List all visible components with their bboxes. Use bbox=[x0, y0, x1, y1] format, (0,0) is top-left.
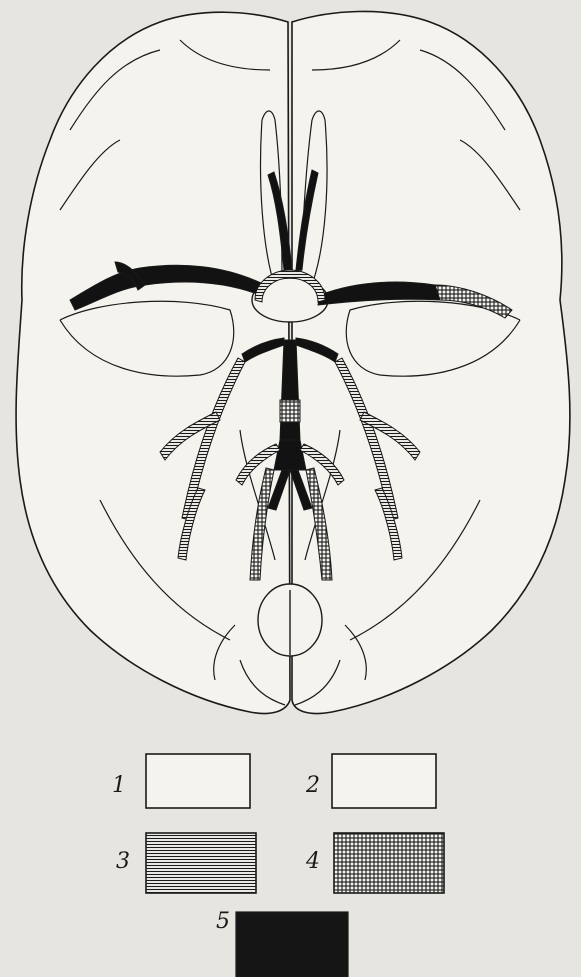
left-hemisphere bbox=[16, 12, 290, 713]
legend-swatch-blank bbox=[332, 754, 436, 808]
legend-item-2: 2 bbox=[305, 754, 436, 808]
legend-swatch-blank bbox=[146, 754, 250, 808]
legend: 1 2 3 4 5 bbox=[112, 754, 444, 977]
legend-item-3: 3 bbox=[116, 833, 256, 893]
basilar-artery bbox=[280, 340, 300, 440]
legend-label-4: 4 bbox=[305, 849, 320, 874]
right-hemisphere bbox=[292, 11, 570, 713]
legend-label-5: 5 bbox=[216, 909, 230, 934]
legend-item-1: 1 bbox=[112, 754, 250, 808]
legend-item-4: 4 bbox=[305, 833, 444, 893]
legend-label-1: 1 bbox=[112, 773, 126, 798]
legend-swatch-solid-black bbox=[236, 912, 348, 977]
legend-item-5: 5 bbox=[216, 909, 348, 977]
legend-swatch-cross-hatch bbox=[334, 833, 444, 893]
legend-label-3: 3 bbox=[116, 849, 130, 874]
legend-label-2: 2 bbox=[305, 773, 320, 798]
legend-swatch-horizontal-hatch bbox=[146, 833, 256, 893]
